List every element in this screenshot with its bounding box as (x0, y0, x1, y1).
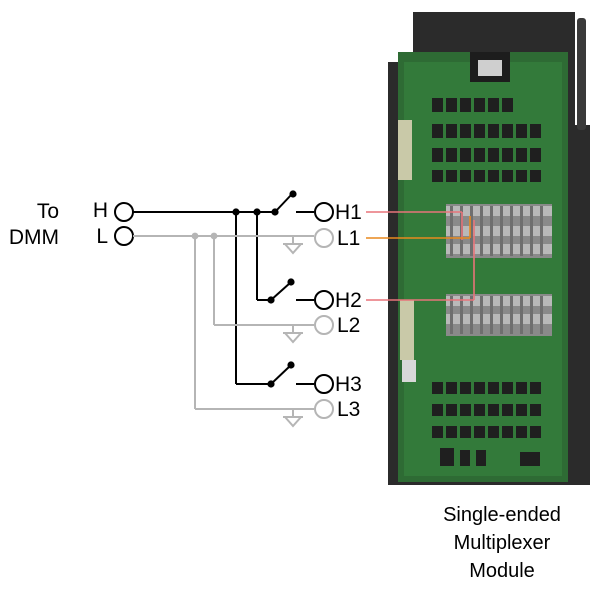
h2-terminal (314, 290, 334, 310)
l3-label: L3 (337, 398, 360, 421)
caption-line-2: Multiplexer (454, 532, 551, 554)
h3-label: H3 (335, 373, 362, 396)
dmm-high-label: H (93, 199, 108, 222)
switch-ch1 (274, 193, 314, 213)
h2-label: H2 (335, 289, 362, 312)
low-bus (133, 235, 314, 410)
module-latch (577, 18, 586, 130)
jumper-wires (366, 211, 475, 301)
l1-terminal (314, 228, 334, 248)
dmm-label-dmm: DMM (9, 226, 59, 249)
board-label-strip (398, 120, 412, 180)
l2-terminal (314, 315, 334, 335)
relay-bank-upper (432, 98, 541, 182)
dmm-low-label: L (96, 225, 108, 248)
ground-symbols (283, 236, 303, 428)
terminal-block-1 (446, 204, 552, 258)
switch-ch2 (270, 282, 314, 301)
h1-terminal (314, 202, 334, 222)
l3-terminal (314, 399, 334, 419)
module-caption: Single-ended Multiplexer Module (443, 504, 561, 582)
dmm-high-terminal (114, 202, 134, 222)
terminal-block-2 (446, 294, 552, 336)
l1-label: L1 (337, 227, 360, 250)
module-photo (388, 12, 590, 485)
h3-terminal (314, 374, 334, 394)
relay-bank-lower (432, 382, 541, 466)
low-bus-junctions (191, 232, 218, 240)
h1-label: H1 (335, 201, 362, 224)
dmm-low-terminal (114, 226, 134, 246)
dmm-label-to: To (37, 200, 59, 223)
l2-label: L2 (337, 314, 360, 337)
board-label-strip (400, 300, 414, 360)
caption-line-1: Single-ended (443, 504, 561, 526)
switch-ch3 (270, 365, 314, 385)
caption-line-3: Module (469, 560, 535, 582)
high-bus (133, 211, 275, 385)
